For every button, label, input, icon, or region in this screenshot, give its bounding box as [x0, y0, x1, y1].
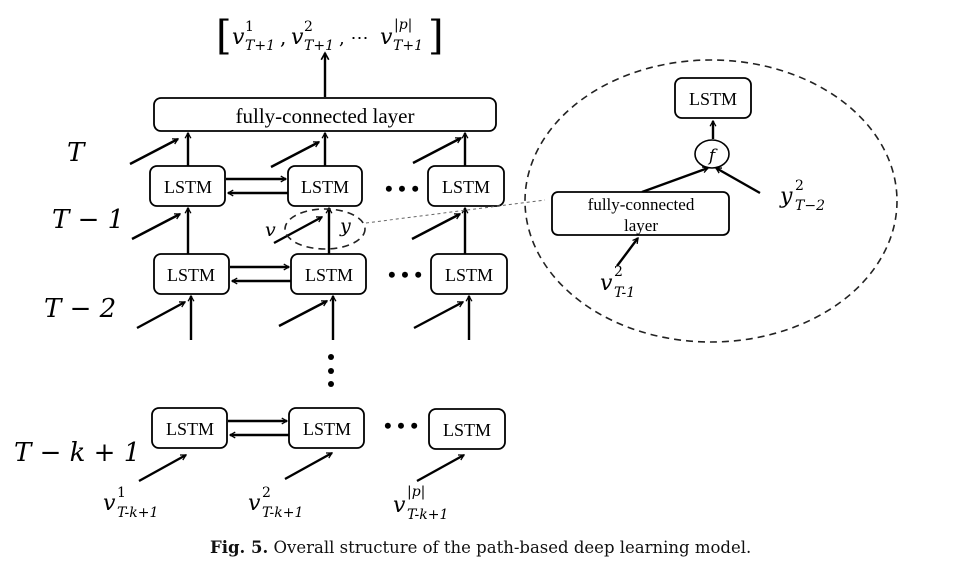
- time-label-t-minus-1: T − 1: [52, 205, 124, 235]
- horizontal-ellipsis: • • •: [384, 413, 418, 438]
- input-arrow: [284, 451, 332, 481]
- open-bracket: [: [216, 13, 232, 59]
- output-v2-sup: 2: [304, 19, 313, 35]
- output-v1-sub: T+1: [245, 38, 275, 54]
- detail-y-base: y: [779, 184, 793, 209]
- vertical-ellipsis: [328, 354, 334, 387]
- horizontal-ellipsis: • • •: [388, 262, 422, 287]
- lstm-label: LSTM: [167, 265, 215, 285]
- input-vp-sub: T-k+1: [407, 507, 448, 523]
- input-arrow: [270, 140, 319, 169]
- input-arrow: [411, 212, 460, 241]
- detail-v-sub: T-1: [614, 285, 635, 301]
- input-v1-base: v: [103, 491, 116, 516]
- input-arrow: [278, 299, 327, 328]
- output-v2-sep: , ⋯: [339, 28, 368, 49]
- detail-y-sup: 2: [795, 178, 804, 194]
- time-label-t-minus-k-plus-1: T − k + 1: [14, 438, 140, 468]
- detail-y-sub: T−2: [795, 198, 825, 214]
- lstm-row-second: LSTM LSTM • • • LSTM: [131, 208, 508, 340]
- input-arrow: [131, 212, 180, 241]
- detail-lstm-label: LSTM: [689, 89, 737, 109]
- lstm-label: LSTM: [166, 419, 214, 439]
- detail-ellipse: [524, 59, 898, 343]
- input-arrow: [129, 137, 178, 166]
- output-vp-sub: T+1: [393, 38, 423, 54]
- detail-fc-label-line1: fully-connected: [588, 195, 695, 214]
- input-v1-sub: T-k+1: [117, 505, 158, 521]
- detail-lstm-box: [674, 77, 752, 119]
- horizontal-ellipsis: • • •: [385, 176, 419, 201]
- lstm-box: [288, 407, 365, 449]
- lstm-label: LSTM: [443, 420, 491, 440]
- fully-connected-layer: fully-connected layer: [153, 97, 497, 132]
- input-v2-sub: T-k+1: [262, 505, 303, 521]
- v-to-fc-arrow: [616, 238, 639, 267]
- detail-fc-box: [551, 191, 730, 236]
- output-vp-sup: |p|: [394, 17, 412, 33]
- output-vector: [ v 1 T+1 , v 2 T+1 , ⋯ v |p| T+1 ]: [216, 13, 444, 59]
- zoom-marker-v-label: v: [265, 219, 276, 241]
- input-arrow: [138, 453, 186, 483]
- lstm-box: [430, 253, 508, 295]
- input-arrow: [416, 453, 464, 483]
- ellipsis-dot: [328, 381, 334, 387]
- output-v1-base: v: [232, 25, 245, 50]
- close-bracket: ]: [428, 13, 444, 59]
- input-vp-sup: |p|: [407, 484, 425, 500]
- lstm-label: LSTM: [305, 265, 353, 285]
- fc-layer-label: fully-connected layer: [236, 104, 415, 128]
- input-arrow: [413, 300, 463, 330]
- output-v1-sup: 1: [245, 19, 254, 35]
- function-node: [694, 139, 730, 169]
- lstm-row-top: LSTM LSTM • • • LSTM: [129, 133, 505, 207]
- lstm-box: [153, 253, 230, 295]
- caption-label: Fig. 5.: [210, 538, 268, 557]
- fc-to-f-arrow: [641, 168, 708, 194]
- detail-v-base: v: [600, 271, 613, 296]
- y-to-f-arrow: [716, 166, 761, 195]
- output-v1-sep: ,: [280, 25, 286, 49]
- zoom-marker-y-label: y: [339, 215, 351, 237]
- lstm-label: LSTM: [164, 177, 212, 197]
- input-vp-base: v: [393, 493, 406, 518]
- output-v2-base: v: [291, 25, 304, 50]
- input-arrow: [136, 300, 185, 330]
- lstm-box: [151, 407, 228, 449]
- detail-v-sup: 2: [614, 264, 623, 280]
- output-vp-base: v: [380, 25, 393, 50]
- input-v2-base: v: [248, 491, 261, 516]
- bottom-input-labels: v 1 T-k+1 v 2 T-k+1 v |p| T-k+1: [103, 484, 448, 523]
- lstm-box: [428, 408, 506, 450]
- lstm-label: LSTM: [301, 177, 349, 197]
- input-arrow: [273, 215, 322, 245]
- fc-layer-box: [153, 97, 497, 132]
- zoom-marker-ellipse: [284, 208, 366, 250]
- output-v2-sub: T+1: [304, 38, 334, 54]
- detail-fc-label-line2: layer: [624, 216, 658, 235]
- ellipsis-dot: [328, 368, 334, 374]
- function-label: f: [707, 146, 718, 166]
- detail-view: LSTM f fully-connected layer v 2 T-1 y 2…: [524, 59, 898, 343]
- figure-caption: Fig. 5. Overall structure of the path-ba…: [210, 538, 751, 557]
- lstm-label: LSTM: [445, 265, 493, 285]
- caption-text: Overall structure of the path-based deep…: [268, 538, 751, 557]
- time-label-t: T: [67, 138, 86, 168]
- input-v1-sup: 1: [117, 485, 126, 501]
- zoom-connector-line: [365, 199, 546, 224]
- input-arrow: [412, 136, 461, 165]
- ellipsis-dot: [328, 354, 334, 360]
- lstm-label: LSTM: [303, 419, 351, 439]
- lstm-row-bottom: LSTM LSTM • • • LSTM: [138, 407, 506, 483]
- lstm-label: LSTM: [442, 177, 490, 197]
- time-label-t-minus-2: T − 2: [44, 294, 116, 324]
- zoom-marker: v y: [265, 199, 546, 250]
- input-v2-sup: 2: [262, 485, 271, 501]
